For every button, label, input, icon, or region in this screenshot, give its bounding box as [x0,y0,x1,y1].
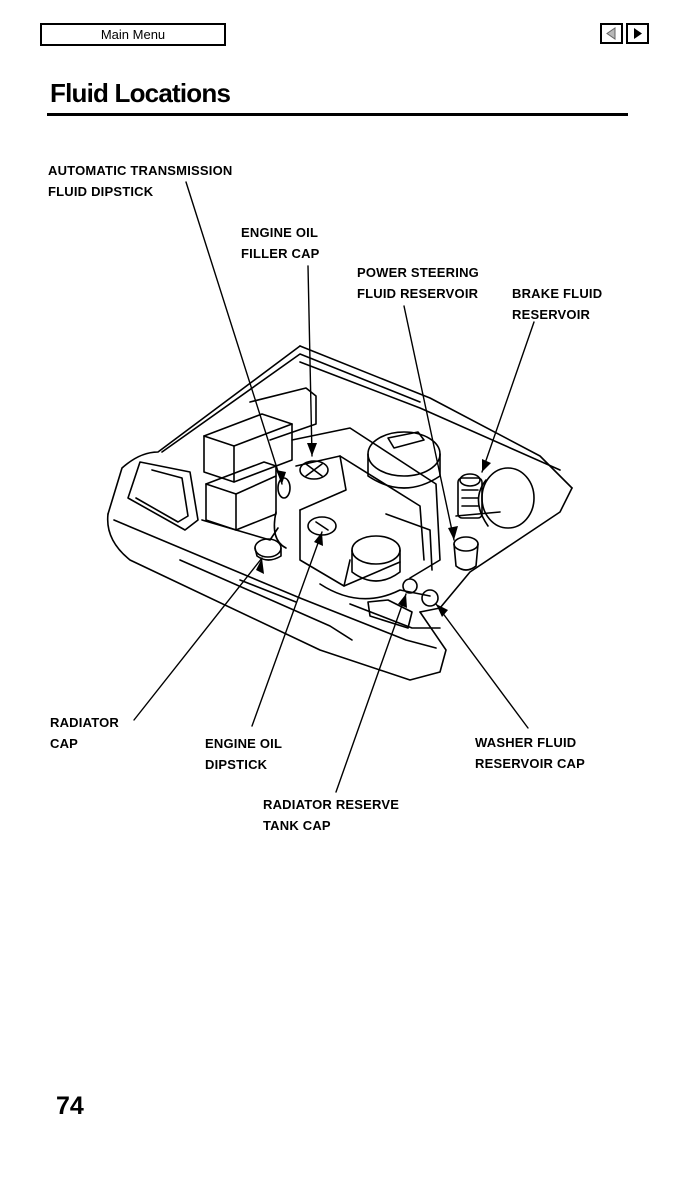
callout-line: FILLER CAP [241,246,320,261]
previous-page-button[interactable] [600,23,623,44]
callout-line: DIPSTICK [205,757,268,772]
callout-line: CAP [50,736,79,751]
callout-line: RESERVOIR [512,307,591,322]
callout-oil-dipstick: ENGINE OIL DIPSTICK [205,733,282,775]
callout-line: FLUID RESERVOIR [357,286,479,301]
triangle-left-icon [606,27,616,40]
engine-block [254,427,441,600]
callout-washer-fluid: WASHER FLUID RESERVOIR CAP [475,732,585,774]
callout-line: BRAKE FLUID [512,286,603,301]
callout-line: RADIATOR RESERVE [263,797,400,812]
callout-line: FLUID DIPSTICK [48,184,154,199]
main-menu-button[interactable]: Main Menu [40,23,226,46]
callout-line: AUTOMATIC TRANSMISSION [48,163,233,178]
leader-lines [133,181,535,793]
callout-line: RESERVOIR CAP [475,756,585,771]
title-rule [47,113,628,116]
callout-atf-dipstick: AUTOMATIC TRANSMISSION FLUID DIPSTICK [48,160,232,202]
callout-line: WASHER FLUID [475,735,577,750]
callout-radiator-cap: RADIATOR CAP [50,712,119,754]
callout-line: RADIATOR [50,715,120,730]
callout-radiator-reserve: RADIATOR RESERVE TANK CAP [263,794,399,836]
next-page-button[interactable] [626,23,649,44]
callout-line: POWER STEERING [357,265,479,280]
car-body-outline [106,345,573,681]
triangle-right-icon [634,28,642,39]
callout-brake-fluid: BRAKE FLUID RESERVOIR [512,283,602,325]
callout-power-steering: POWER STEERING FLUID RESERVOIR [357,262,479,304]
page-number: 74 [56,1092,84,1120]
brake-booster [402,467,535,607]
callout-line: ENGINE OIL [205,736,283,751]
callout-oil-filler-cap: ENGINE OIL FILLER CAP [241,222,320,264]
page-title: Fluid Locations [50,78,231,108]
callout-line: ENGINE OIL [241,225,319,240]
callout-line: TANK CAP [263,818,331,833]
